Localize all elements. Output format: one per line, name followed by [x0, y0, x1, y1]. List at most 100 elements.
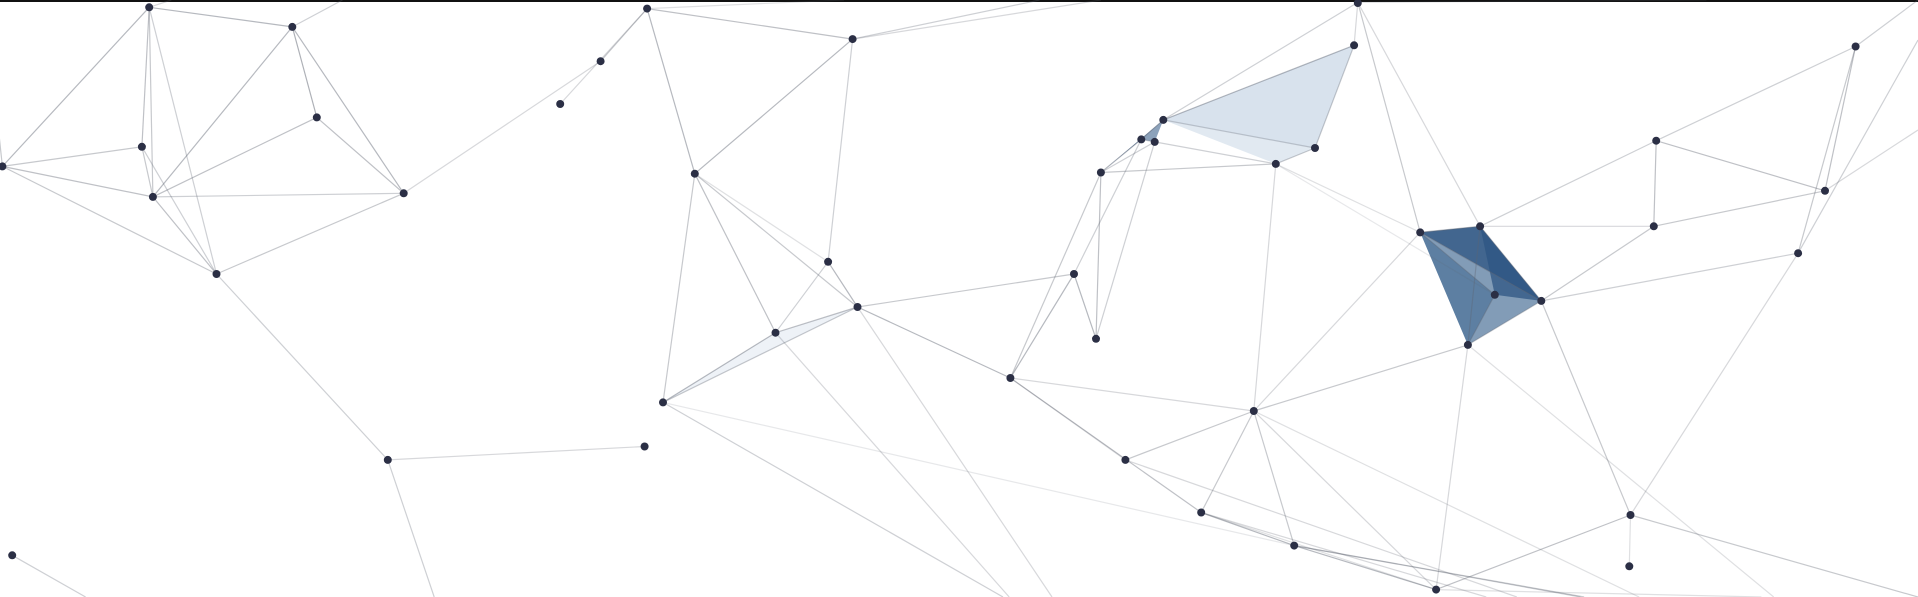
- edge: [1824, 129, 1918, 192]
- edge: [1357, 2, 1481, 227]
- node: [399, 189, 408, 198]
- edge: [316, 116, 405, 194]
- edge: [559, 8, 648, 105]
- edge: [216, 192, 404, 275]
- edge: [1436, 589, 1762, 597]
- node: [1794, 249, 1803, 258]
- edge: [1009, 172, 1102, 379]
- node: [640, 442, 649, 451]
- edge: [1855, 0, 1918, 47]
- node: [1006, 374, 1015, 382]
- edge: [1540, 225, 1655, 302]
- facet: [1480, 226, 1542, 301]
- edge: [403, 60, 601, 194]
- node: [690, 169, 699, 178]
- edge: [1435, 344, 1469, 590]
- edge: [1353, 2, 1359, 46]
- edge: [216, 273, 389, 461]
- edge: [1201, 511, 1437, 591]
- edge: [1467, 226, 1481, 345]
- edge: [1540, 300, 1632, 516]
- edge: [662, 173, 696, 403]
- edge: [1420, 225, 1481, 233]
- edge: [662, 332, 776, 403]
- edge: [857, 306, 1053, 597]
- node: [643, 4, 652, 13]
- edge: [694, 173, 858, 308]
- node: [1159, 115, 1168, 124]
- edge: [1095, 141, 1156, 339]
- edge: [1253, 344, 1469, 412]
- edge: [1628, 514, 1632, 567]
- edge: [1253, 231, 1421, 412]
- edge: [827, 39, 854, 262]
- edge: [775, 261, 829, 334]
- node: [1851, 42, 1860, 51]
- node: [1537, 296, 1546, 305]
- edge: [646, 8, 696, 174]
- edge: [1653, 140, 1657, 227]
- edge: [141, 146, 218, 275]
- node: [1821, 186, 1829, 195]
- edge: [141, 146, 154, 198]
- edge: [1253, 410, 1640, 597]
- edge: [291, 26, 405, 194]
- facet: [663, 307, 858, 403]
- edge: [1797, 46, 1857, 254]
- edge: [857, 306, 1011, 379]
- node-layer: [0, 0, 1860, 594]
- edge: [1541, 252, 1799, 302]
- node: [1353, 0, 1362, 7]
- node: [1416, 228, 1425, 237]
- node: [312, 113, 321, 122]
- edge: [1653, 190, 1826, 227]
- edge: [1200, 511, 1295, 547]
- edge: [2, 165, 154, 198]
- node: [1150, 137, 1159, 146]
- node: [1490, 290, 1499, 299]
- node: [1350, 41, 1359, 50]
- node: [824, 257, 833, 266]
- edge: [1467, 294, 1496, 346]
- edge: [387, 445, 645, 461]
- edge: [1656, 140, 1826, 192]
- facet: [1141, 119, 1164, 142]
- node: [1625, 562, 1634, 571]
- node: [771, 328, 780, 337]
- edge: [694, 173, 777, 333]
- edge: [1294, 545, 1581, 597]
- edge: [1010, 377, 1202, 513]
- node: [1432, 585, 1441, 594]
- node: [8, 551, 17, 560]
- edge: [647, 8, 853, 40]
- edge: [662, 401, 1004, 597]
- edge: [148, 7, 218, 275]
- edge: [1125, 459, 1517, 597]
- edge: [1009, 273, 1075, 379]
- edge: [1162, 1, 1359, 121]
- edge: [1275, 163, 1496, 296]
- edge: [149, 6, 293, 28]
- node: [1197, 508, 1206, 517]
- edge: [152, 192, 404, 198]
- node: [1249, 407, 1258, 415]
- facet-layer: [663, 45, 1542, 403]
- edge: [1275, 147, 1316, 165]
- edge: [1073, 273, 1097, 339]
- edge: [1100, 138, 1142, 173]
- node: [848, 35, 857, 44]
- edge: [1655, 45, 1856, 142]
- node: [1626, 511, 1635, 519]
- edge: [852, 0, 1101, 40]
- edge: [1797, 39, 1918, 254]
- edge: [2, 165, 217, 275]
- edge: [1467, 300, 1542, 346]
- edge: [0, 138, 3, 167]
- node: [1649, 222, 1658, 231]
- edge: [1253, 410, 1437, 591]
- edge: [1163, 44, 1355, 121]
- edge: [1467, 344, 1775, 597]
- node: [1290, 541, 1299, 550]
- node: [853, 303, 862, 311]
